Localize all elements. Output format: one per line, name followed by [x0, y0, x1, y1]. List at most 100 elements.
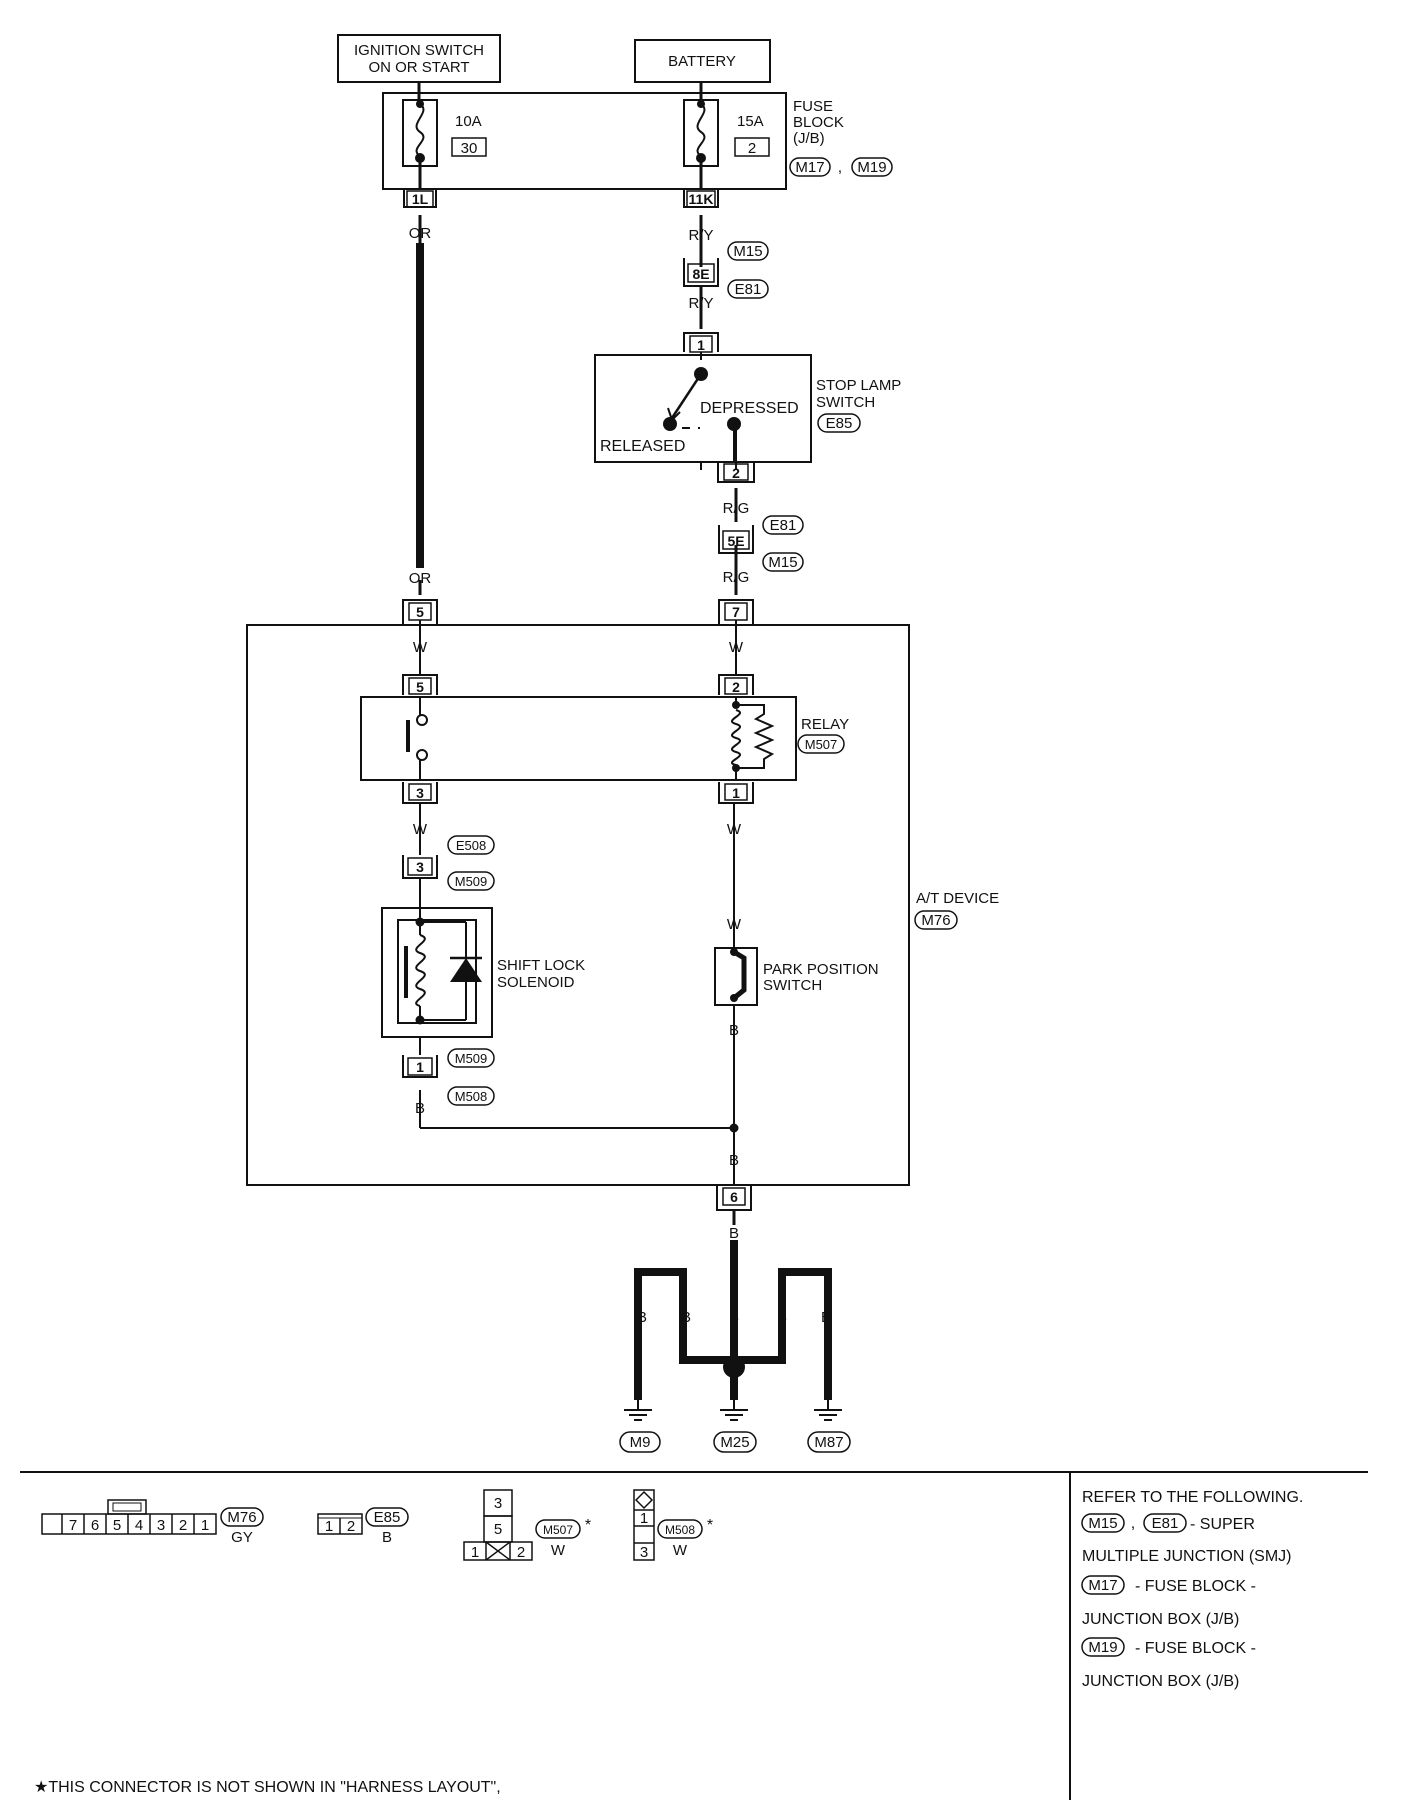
ground-m9: M9: [630, 1434, 651, 1451]
stop-lamp-conn: E85: [826, 415, 853, 432]
m76-pin-1: 1: [201, 1517, 209, 1534]
shift-lock-pin-bot: 1: [416, 1059, 424, 1075]
at-device-pin-ground: 6: [730, 1189, 738, 1205]
ground-m25: M25: [720, 1434, 749, 1451]
pin-8e: 8E: [692, 266, 709, 282]
refer-t2: - FUSE BLOCK -: [1135, 1578, 1256, 1595]
wire-b-9: B: [821, 1309, 831, 1326]
at-device-conn: M76: [921, 912, 950, 929]
fuse-left-number: 30: [461, 140, 478, 157]
shift-lock-label-2: SOLENOID: [497, 974, 575, 991]
park-position-switch: PARK POSITION SWITCH: [714, 947, 879, 1006]
wire-ry-2: R/Y: [688, 295, 713, 312]
relay-pin-tr: 2: [732, 679, 740, 695]
m76-pin-2: 2: [179, 1517, 187, 1534]
refer-t3: - FUSE BLOCK -: [1135, 1640, 1256, 1657]
refer-c3: M17: [1088, 1577, 1117, 1594]
fuse-block-conn-b: M19: [857, 159, 886, 176]
m76-pin-3: 3: [157, 1517, 165, 1534]
shift-lock-pin-top: 3: [416, 859, 424, 875]
e85-conn: E85: [374, 1509, 401, 1526]
stop-lamp-pin-out: 2: [732, 465, 740, 481]
wire-rg-1: R/G: [723, 500, 750, 517]
wire-b-1: B: [729, 1022, 739, 1039]
m507-conn: M507: [543, 1523, 573, 1537]
fuse-right-number: 2: [748, 140, 756, 157]
refer-sep: ,: [1131, 1515, 1135, 1532]
pin-11k: 11K: [689, 191, 714, 207]
relay-pin-tl: 5: [416, 679, 424, 695]
ignition-label-1: IGNITION SWITCH: [354, 42, 484, 59]
m508-conn: M508: [665, 1523, 695, 1537]
connector-face-m507: 3 5 1 2 M507 * W: [463, 1489, 591, 1561]
fuse-block-label-2: BLOCK: [793, 114, 844, 131]
m76-pin-4: 4: [135, 1517, 143, 1534]
wire-ry-1: R/Y: [688, 227, 713, 244]
park-switch-label-2: SWITCH: [763, 977, 822, 994]
connector-face-m508: 1 3 M508 * W: [633, 1489, 713, 1561]
smj-connector-8e: 8E M15 E81: [683, 241, 769, 299]
m508-color: W: [673, 1542, 688, 1559]
stop-lamp-label-2: SWITCH: [816, 394, 875, 411]
relay-label: RELAY: [801, 716, 849, 733]
connector-11k: 11K: [683, 189, 719, 208]
m76-pin-6: 6: [91, 1517, 99, 1534]
stop-lamp-depressed: DEPRESSED: [700, 400, 799, 417]
wire-w-1: W: [413, 639, 428, 656]
e85-pin-1: 1: [325, 1518, 333, 1535]
stop-lamp-pin-in: 1: [697, 337, 705, 353]
e85-color: B: [382, 1529, 392, 1546]
fuse-block-sep: ,: [838, 159, 842, 176]
m508-pin-3: 3: [640, 1544, 648, 1561]
at-device-pin-right: 7: [732, 604, 740, 620]
battery-box: BATTERY: [634, 39, 771, 83]
smj-top-conn-b: E81: [735, 281, 762, 298]
stop-lamp-label-1: STOP LAMP: [816, 377, 901, 394]
relay-conn: M507: [805, 737, 838, 752]
pin-1l: 1L: [412, 191, 429, 207]
shift-lock-solenoid: 3 E508 M509 SHIFT LOCK SOLENOID 1 M509 M…: [381, 835, 585, 1106]
shift-lock-conn-bot-b: M508: [455, 1089, 488, 1104]
fuse-block-label-1: FUSE: [793, 98, 833, 115]
stop-lamp-switch: 1 DEPRESSED RELEASED STOP LAMP SWITCH E8…: [594, 332, 901, 483]
m507-pin-5: 5: [494, 1521, 502, 1538]
m507-pin-3: 3: [494, 1495, 502, 1512]
m76-conn: M76: [227, 1509, 256, 1526]
wire-b-7: B: [729, 1309, 739, 1326]
m507-star: *: [585, 1517, 591, 1534]
connector-face-m76: 7 6 5 4 3 2 1 M76 GY: [41, 1499, 264, 1546]
wires: [416, 82, 832, 1410]
refer-t2b: JUNCTION BOX (J/B): [1082, 1611, 1239, 1628]
smj-connector-5e: 5E E81 M15: [718, 515, 804, 572]
park-switch-label-1: PARK POSITION: [763, 961, 879, 978]
smj-bot-conn-a: E81: [770, 517, 797, 534]
wire-w-4: W: [727, 821, 742, 838]
wire-w-5: W: [727, 916, 742, 933]
m507-pin-1: 1: [471, 1544, 479, 1561]
wire-b-2: B: [415, 1100, 425, 1117]
fuse-block-label-3: (J/B): [793, 130, 825, 147]
relay: 5 2 RELAY M507 3 1: [360, 674, 849, 804]
relay-pin-br: 1: [732, 785, 740, 801]
wire-b-5: B: [637, 1309, 647, 1326]
at-device: 5 7 6 A/T DEVICE M76: [246, 599, 999, 1211]
ignition-label-2: ON OR START: [368, 59, 469, 76]
reference-notes: REFER TO THE FOLLOWING. M15 , E81 - SUPE…: [1081, 1489, 1303, 1690]
wire-labels: OR OR R/Y R/Y R/G R/G W W W W W B B B B …: [409, 225, 831, 1326]
fuse-left-rating: 10A: [455, 113, 482, 130]
e85-pin-2: 2: [347, 1518, 355, 1535]
smj-top-conn-a: M15: [733, 243, 762, 260]
shift-lock-conn-top-b: M509: [455, 874, 488, 889]
m507-color: W: [551, 1542, 566, 1559]
refer-c1: M15: [1088, 1515, 1117, 1532]
wire-or-top: OR: [409, 225, 432, 242]
connector-face-e85: 1 2 E85 B: [317, 1507, 409, 1546]
pin-5e: 5E: [727, 533, 744, 549]
ignition-switch-box: IGNITION SWITCH ON OR START: [337, 34, 501, 83]
footnote: ★THIS CONNECTOR IS NOT SHOWN IN "HARNESS…: [34, 1779, 501, 1796]
shift-lock-conn-bot-a: M509: [455, 1051, 488, 1066]
wire-or-bottom: OR: [409, 570, 432, 587]
refer-t1: - SUPER: [1190, 1516, 1255, 1533]
fuse-block-conn-a: M17: [795, 159, 824, 176]
refer-c2: E81: [1152, 1515, 1179, 1532]
